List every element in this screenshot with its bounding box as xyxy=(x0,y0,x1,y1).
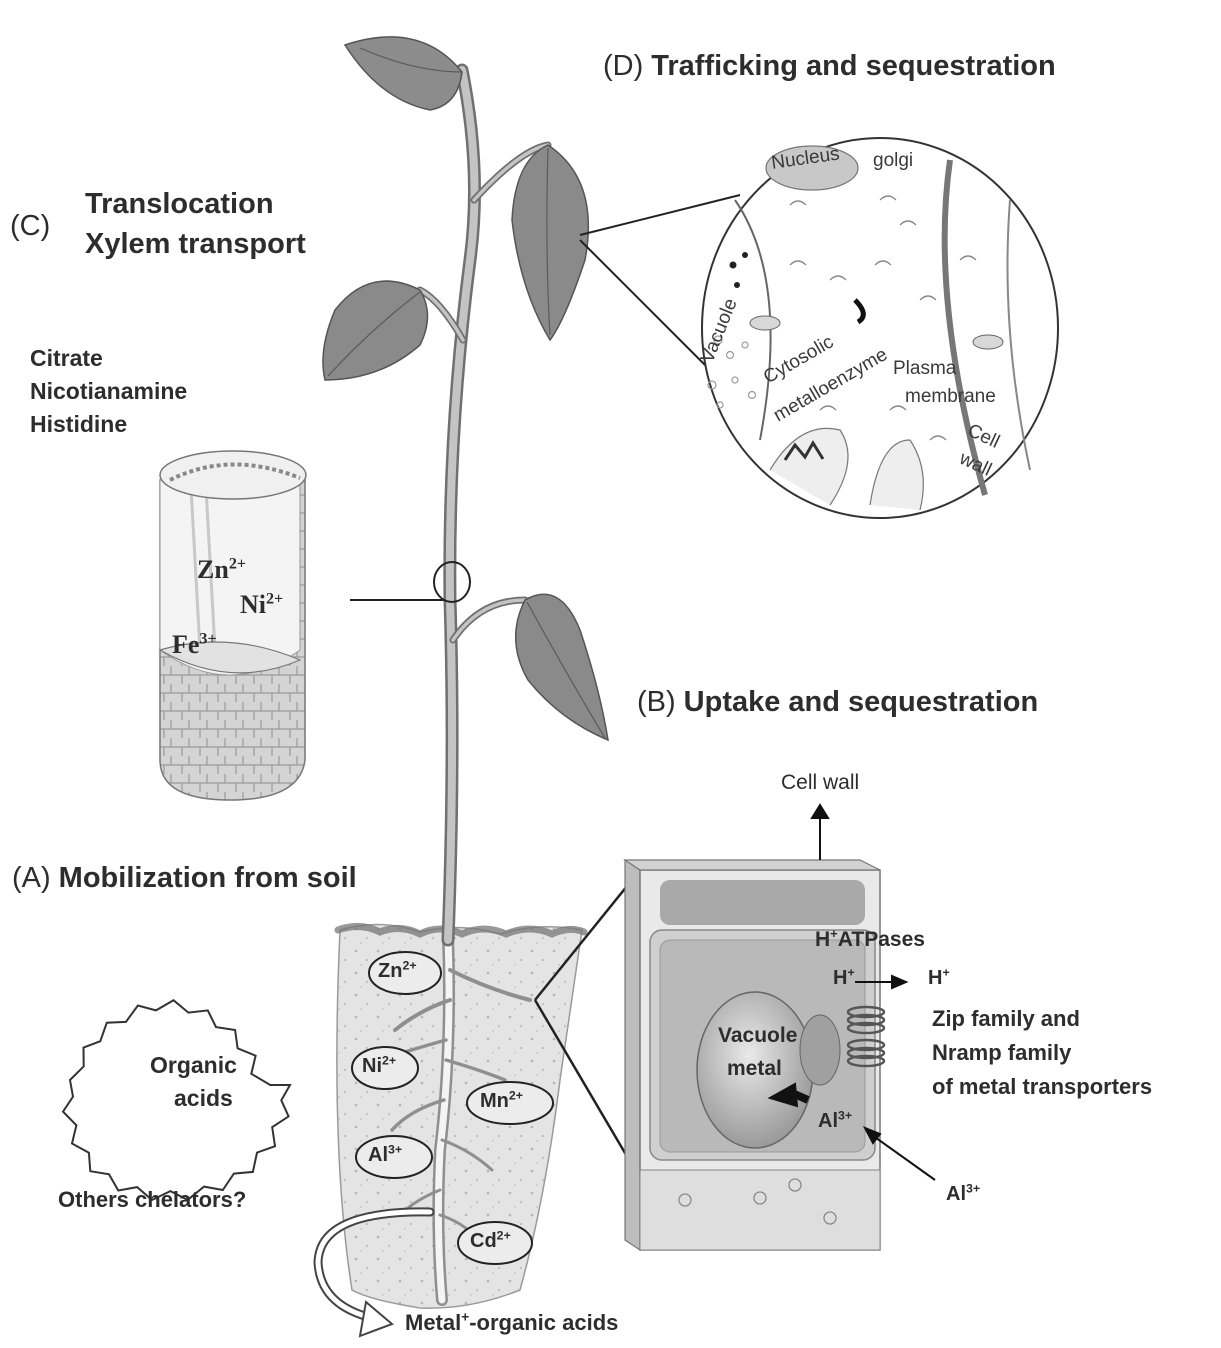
soil-al-charge: 3+ xyxy=(388,1142,402,1156)
soil-mn-charge: 2+ xyxy=(509,1088,523,1102)
soil-mn-base: Mn xyxy=(480,1090,509,1112)
panel-b-heading: (B)Uptake and sequestration xyxy=(637,686,1038,719)
leaf-membrane-label: membrane xyxy=(905,386,996,408)
panel-d-title: Trafficking and sequestration xyxy=(651,50,1055,82)
soil-zn-base: Zn xyxy=(378,960,402,982)
leaf-callout-line-top xyxy=(580,195,740,235)
xylem-ni-base: Ni xyxy=(240,590,266,619)
transporters-line3: of metal transporters xyxy=(932,1074,1152,1100)
root-cell-box xyxy=(625,860,884,1250)
panel-b-letter: (B) xyxy=(637,686,676,718)
others-chelators-label: Others chelators? xyxy=(58,1187,246,1213)
proton-left-label: H+ xyxy=(833,967,855,990)
chelator-histidine: Histidine xyxy=(30,411,127,438)
al-inside-base: Al xyxy=(818,1110,838,1132)
al-inside-label: Al3+ xyxy=(818,1110,852,1133)
xylem-zn-ion: Zn2+ xyxy=(197,555,246,585)
atpase-charge: + xyxy=(830,926,838,941)
soil-zn-ion: Zn2+ xyxy=(378,960,417,983)
al-outside-label: Al3+ xyxy=(946,1183,980,1206)
xylem-zn-base: Zn xyxy=(197,555,229,584)
chelator-nicotianamine: Nicotianamine xyxy=(30,378,187,405)
panel-a-title: Mobilization from soil xyxy=(59,862,357,894)
xylem-ni-ion: Ni2+ xyxy=(240,590,283,620)
proton-left-charge: + xyxy=(847,965,854,979)
xylem-fe-charge: 3+ xyxy=(199,630,216,647)
vacuole-label: Vacuole xyxy=(718,1024,797,1048)
transporters-line1: Zip family and xyxy=(932,1006,1080,1032)
xylem-zn-charge: 2+ xyxy=(229,555,246,572)
al-outside-base: Al xyxy=(946,1183,966,1205)
xylem-fe-base: Fe xyxy=(172,630,199,659)
chelator-citrate: Citrate xyxy=(30,345,103,372)
leaf-upper-right xyxy=(512,145,588,340)
panel-a-heading: (A)Mobilization from soil xyxy=(12,862,357,895)
leaf-top xyxy=(345,37,462,110)
metal-complex-rest: -organic acids xyxy=(469,1310,618,1335)
xylem-fe-ion: Fe3+ xyxy=(172,630,217,660)
leaf-lower-right xyxy=(516,594,608,740)
soil-ni-ion: Ni2+ xyxy=(362,1055,396,1078)
soil-ni-charge: 2+ xyxy=(382,1053,396,1067)
panel-c-letter: (C) xyxy=(10,210,50,243)
atpase-label: H+ATPases xyxy=(815,928,925,952)
soil-al-base: Al xyxy=(368,1144,388,1166)
leaf-plasma-label: Plasma xyxy=(893,358,956,380)
organic-acids-line2: acids xyxy=(174,1085,233,1112)
al-outside-charge: 3+ xyxy=(966,1181,980,1195)
metal-complex-base: Metal xyxy=(405,1310,461,1335)
xylem-ni-charge: 2+ xyxy=(266,590,283,607)
atpase-rest: ATPases xyxy=(838,928,925,951)
atpase-h: H xyxy=(815,928,830,951)
al-inside-charge: 3+ xyxy=(838,1108,852,1122)
panel-d-heading: (D)Trafficking and sequestration xyxy=(603,50,1056,83)
proton-right-charge: + xyxy=(942,965,949,979)
proton-right-label: H+ xyxy=(928,967,950,990)
soil-cd-base: Cd xyxy=(470,1230,497,1252)
leaf-cell-zoom xyxy=(702,138,1058,518)
proton-left-base: H xyxy=(833,967,847,989)
panel-c-title-line2: Xylem transport xyxy=(85,228,306,261)
vacuole-metal-label: metal xyxy=(727,1057,782,1081)
proton-right-base: H xyxy=(928,967,942,989)
soil-cd-charge: 2+ xyxy=(497,1228,511,1242)
metal-organic-acids-label: Metal+-organic acids xyxy=(405,1310,618,1336)
soil-mn-ion: Mn2+ xyxy=(480,1090,523,1113)
soil-ni-base: Ni xyxy=(362,1055,382,1077)
cell-wall-label: Cell wall xyxy=(781,771,859,795)
soil-cd-ion: Cd2+ xyxy=(470,1230,511,1253)
organic-acids-line1: Organic xyxy=(150,1052,237,1079)
leaf-middle-left xyxy=(323,281,428,380)
leaf-callout-line-bottom xyxy=(580,240,715,375)
panel-d-letter: (D) xyxy=(603,50,643,82)
xylem-cylinder xyxy=(160,451,306,800)
soil-zn-charge: 2+ xyxy=(402,958,416,972)
transporters-line2: Nramp family xyxy=(932,1040,1071,1066)
soil-al-ion: Al3+ xyxy=(368,1144,402,1167)
leaf-golgi-label: golgi xyxy=(873,150,913,172)
panel-c-title-line1: Translocation xyxy=(85,188,274,221)
panel-b-title: Uptake and sequestration xyxy=(684,686,1039,718)
panel-a-letter: (A) xyxy=(12,862,51,894)
